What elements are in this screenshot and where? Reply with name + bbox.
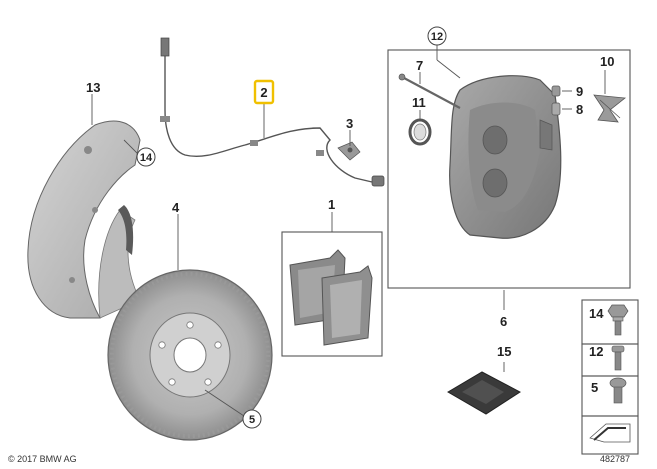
callout-12-circle: 12 xyxy=(427,26,447,46)
callout-4: 4 xyxy=(172,200,180,215)
wear-sensor-part xyxy=(160,37,385,187)
bleeder-valve-part xyxy=(551,85,561,116)
legend-number-5: 5 xyxy=(591,380,598,395)
brake-pads-part xyxy=(289,249,373,346)
callout-1: 1 xyxy=(328,197,335,212)
small-parts-legend: 14 12 5 xyxy=(581,299,639,455)
callout-3: 3 xyxy=(346,116,353,131)
callout-14: 14 xyxy=(140,152,153,164)
highlight-box xyxy=(253,79,275,105)
legend-number-12: 12 xyxy=(589,344,603,359)
guide-pin-part xyxy=(398,73,461,109)
seal-ring-part xyxy=(408,118,432,146)
callout-2: 2 xyxy=(260,85,267,100)
bolt-14-icon xyxy=(607,304,629,336)
grease-packet-part xyxy=(447,371,521,415)
callout-8: 8 xyxy=(576,102,583,117)
callout-5-circle: 5 xyxy=(242,409,262,429)
bolt-5-icon xyxy=(609,377,627,404)
callout-11: 11 xyxy=(412,95,426,110)
brake-caliper-part xyxy=(449,75,562,239)
diagram-number: 482787 xyxy=(600,454,630,464)
callout-9: 9 xyxy=(576,84,583,99)
legend-cell-4 xyxy=(581,415,639,455)
leader-lines xyxy=(91,44,606,417)
callout-12: 12 xyxy=(431,31,443,43)
callout-7: 7 xyxy=(416,58,423,73)
arrow-indicator-icon xyxy=(589,423,631,443)
callout-13: 13 xyxy=(86,80,100,95)
bolt-12-icon xyxy=(611,345,625,371)
caliper-box xyxy=(387,49,631,289)
callout-15: 15 xyxy=(497,344,511,359)
callout-6: 6 xyxy=(500,314,507,329)
copyright-text: © 2017 BMW AG xyxy=(8,454,77,464)
callout-5: 5 xyxy=(249,414,255,426)
spring-clip-part xyxy=(593,94,627,123)
brake-shield-part xyxy=(27,120,141,319)
callout-14-circle: 14 xyxy=(136,147,156,167)
legend-number-14: 14 xyxy=(589,306,604,321)
callout-10: 10 xyxy=(600,54,614,69)
brake-disc-part xyxy=(107,269,273,441)
callout-2-highlight: 2 xyxy=(253,79,275,105)
